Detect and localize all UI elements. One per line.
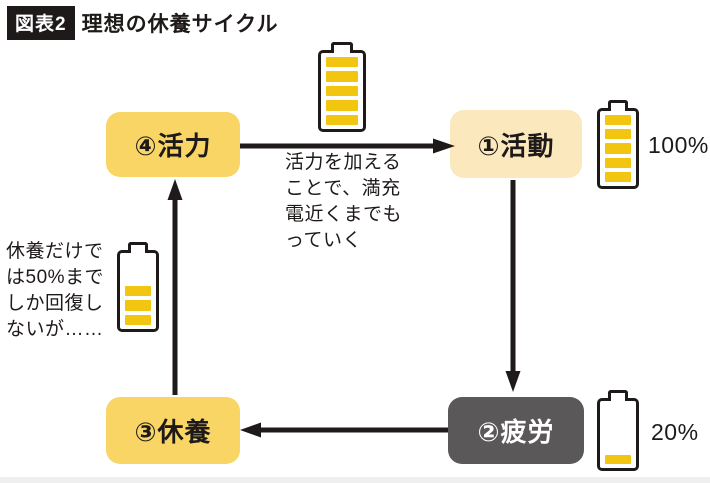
node-rest: ③休養: [106, 397, 240, 464]
annotation-recharge-note: 活力を加える ことで、満充 電近くまでも っていく: [285, 150, 402, 254]
page-edge-divider: [0, 477, 710, 483]
annotation-rest-limit-note: 休養だけで は50%まで しか回復し ないが……: [6, 239, 104, 343]
battery-bar: [605, 455, 631, 464]
battery-20-percent-icon: [597, 390, 639, 471]
battery-bar: [605, 443, 631, 452]
annotation-line: 電近くまでも: [285, 204, 403, 225]
battery-bar: [605, 143, 631, 154]
battery-100-percent-icon: [597, 100, 639, 189]
battery-bar: [605, 430, 631, 439]
battery-bar: [326, 57, 358, 68]
battery-bar: [125, 300, 151, 311]
battery-bar: [605, 405, 631, 414]
figure-header: 図表2 理想の休養サイクル: [7, 6, 279, 40]
node-rest-label: ③休養: [134, 417, 212, 447]
annotation-line: 活力を加える: [285, 152, 402, 173]
annotation-line: 休養だけで: [6, 241, 104, 262]
battery-body: [597, 108, 639, 189]
figure-title: 理想の休養サイクル: [81, 13, 279, 36]
battery-bar: [605, 171, 631, 183]
battery-20-percent-label: 20%: [651, 419, 699, 445]
annotation-line: は50%まで: [6, 267, 105, 288]
node-fatigue: ②疲労: [448, 397, 584, 464]
battery-body: [318, 50, 366, 132]
battery-bar: [326, 114, 358, 126]
battery-50-percent-icon: [117, 242, 159, 332]
battery-body: [117, 250, 159, 332]
battery-bar: [326, 71, 358, 82]
battery-bar: [326, 85, 358, 97]
node-fatigue-label: ②疲労: [477, 417, 555, 447]
node-activity-label: ①活動: [477, 130, 555, 161]
battery-bar: [605, 115, 631, 126]
battery-terminal: [608, 100, 628, 111]
battery-bar: [125, 285, 151, 297]
battery-bar: [605, 157, 631, 168]
battery-terminal: [608, 390, 628, 401]
arrow-activity-to-fatigue-icon: [505, 180, 521, 392]
annotation-line: ことで、満充: [285, 178, 401, 199]
battery-full-icon: [318, 42, 366, 132]
battery-terminal: [330, 42, 354, 53]
battery-body: [597, 398, 639, 471]
battery-terminal: [128, 242, 148, 253]
battery-bar: [125, 271, 151, 281]
battery-bar: [326, 100, 358, 111]
annotation-line: しか回復し: [6, 293, 104, 314]
node-activity: ①活動: [450, 110, 582, 178]
battery-100-percent-label: 100%: [648, 132, 709, 158]
node-vitality-label: ④活力: [134, 131, 212, 161]
battery-bar: [605, 418, 631, 427]
figure-number-badge: 図表2: [7, 6, 75, 40]
battery-bar: [605, 129, 631, 140]
annotation-line: っていく: [285, 230, 363, 251]
annotation-line: ないが……: [6, 319, 104, 340]
battery-bar: [125, 314, 151, 326]
arrow-vitality-to-activity-icon: [240, 138, 455, 154]
battery-bar: [125, 257, 151, 267]
node-vitality: ④活力: [106, 112, 240, 177]
arrow-rest-to-vitality-icon: [167, 179, 183, 395]
arrow-fatigue-to-rest-icon: [240, 422, 448, 438]
